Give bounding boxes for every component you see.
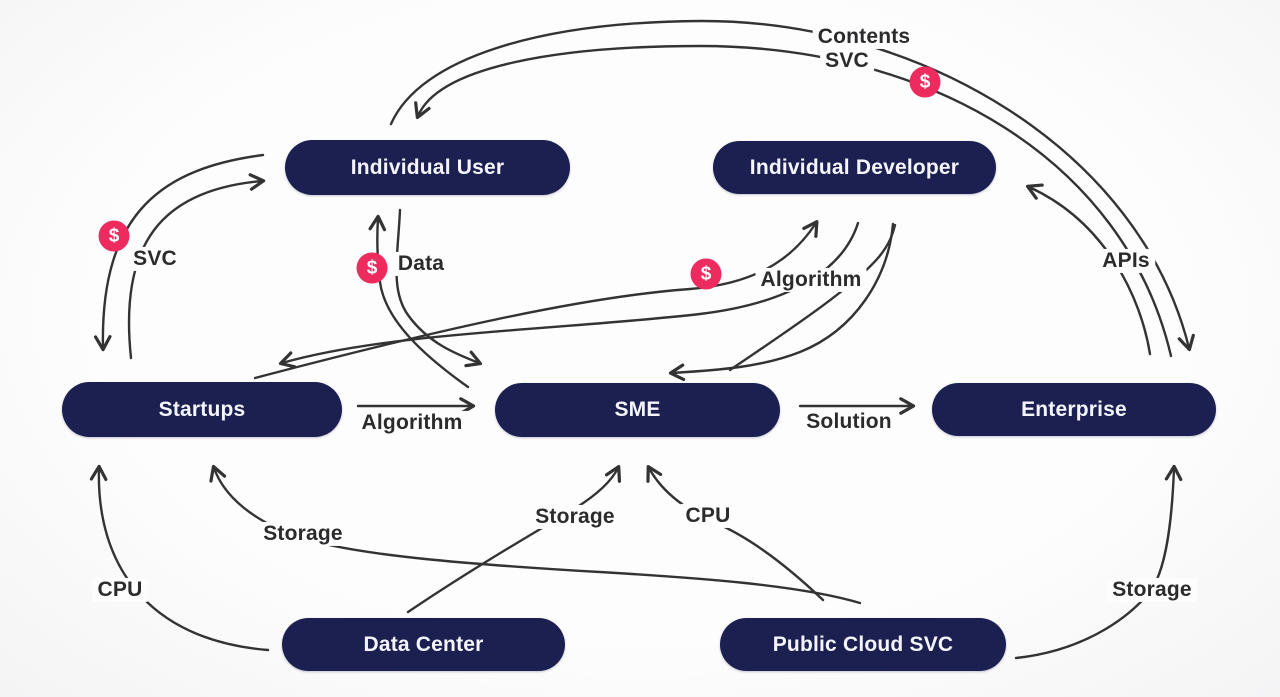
edge-developer-startups [278,221,860,369]
edge-label-svc-left: SVC [128,246,182,272]
edge-publiccloud-enterprise-storage [1014,464,1183,660]
edge-label-storage-right: Storage [1107,577,1197,603]
node-individual-developer-label: Individual Developer [749,155,960,179]
node-startups-label: Startups [158,397,246,421]
node-startups: Startups [62,382,342,437]
edge-label-data: Data [392,251,450,277]
node-individual-user-label: Individual User [350,155,505,179]
edge-sme-user [368,214,470,389]
edge-developer-sme [668,222,895,382]
node-data-center: Data Center [282,618,565,671]
node-public-cloud-svc-label: Public Cloud SVC [772,632,954,656]
edge-datacenter-startups-cpu [89,464,270,652]
dollar-badge-icon: $ [690,258,722,290]
node-sme: SME [495,383,780,437]
edge-user-startups-svc [93,153,265,352]
dollar-badge-icon: $ [909,66,941,98]
edge-label-solution: Solution [801,409,897,435]
edge-user-sme-data [395,208,483,368]
node-sme-label: SME [614,398,661,421]
node-data-center-label: Data Center [363,632,484,656]
edge-label-algorithm-mid: Algorithm [755,267,867,293]
edge-label-apis: APIs [1097,248,1155,274]
node-enterprise: Enterprise [932,383,1216,436]
edge-label-svc-top: SVC [820,48,874,74]
edge-label-algorithm-bottom: Algorithm [356,410,468,436]
edge-label-cpu-left: CPU [92,577,148,603]
edge-label-storage-left: Storage [258,521,348,547]
edge-label-cpu-center: CPU [680,503,736,529]
edge-startups-user [127,173,266,360]
edge-user-enterprise-contents [389,19,1195,352]
edge-startups-developer-algorithm [253,220,819,380]
edge-sme-developer [728,223,897,372]
node-public-cloud-svc: Public Cloud SVC [720,618,1006,671]
node-enterprise-label: Enterprise [1021,397,1127,421]
edge-publiccloud-sme-cpu [646,464,825,602]
edge-publiccloud-startups-storage [209,464,862,605]
node-individual-developer: Individual Developer [713,141,996,194]
edge-label-storage-center: Storage [530,504,620,530]
node-individual-user: Individual User [285,140,570,195]
edge-datacenter-sme-storage [406,464,622,614]
dollar-badge-icon: $ [356,252,388,284]
edge-enterprise-user-svc [414,44,1173,358]
dollar-badge-icon: $ [98,220,130,252]
edge-label-contents: Contents [812,24,916,50]
